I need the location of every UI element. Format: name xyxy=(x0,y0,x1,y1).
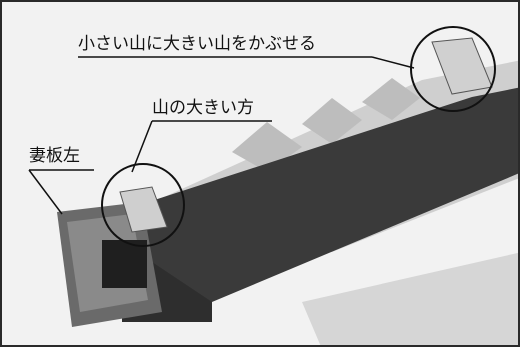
roof-ridge-2 xyxy=(302,98,362,144)
annotation-top: 小さい山に大きい山をかぶせる xyxy=(78,34,316,54)
roof-ridge-3 xyxy=(362,78,420,120)
roof-panel-lower xyxy=(302,252,518,345)
leader-left xyxy=(28,169,63,215)
leader-top xyxy=(371,56,415,69)
rib-left xyxy=(119,186,168,233)
beam xyxy=(102,87,518,302)
end-plate-opening xyxy=(102,240,147,288)
annotation-left: 妻板左 xyxy=(29,146,80,166)
annotation-middle: 山の大きい方 xyxy=(152,98,254,118)
highlight-circle-top xyxy=(410,26,496,112)
leader-middle xyxy=(131,120,153,173)
highlight-circle-left xyxy=(101,163,185,247)
